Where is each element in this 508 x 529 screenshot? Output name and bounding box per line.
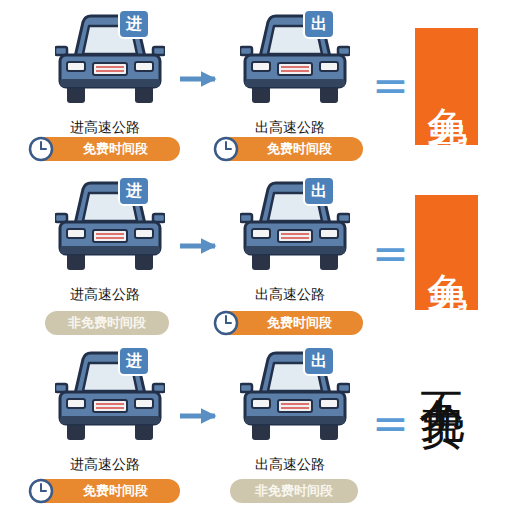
direction-badge: 进 [118, 346, 150, 376]
car-node: 进进高速公路 [30, 342, 180, 477]
pill-background: 非免费时间段 [230, 479, 358, 503]
car-node: 进进高速公路 [30, 5, 180, 140]
pill-background: 免费时间段 [225, 311, 363, 335]
equals-sign: = [372, 64, 409, 108]
pill-text: 免费时间段 [267, 140, 332, 158]
pill-background: 免费时间段 [40, 137, 180, 161]
nonfree-period-pill: 非免费时间段 [45, 311, 169, 335]
direction-badge: 进 [118, 176, 150, 206]
equals-sign: = [372, 402, 409, 446]
car-caption: 出高速公路 [215, 286, 365, 304]
pill-background: 非免费时间段 [45, 311, 169, 335]
car-caption: 出高速公路 [215, 119, 365, 137]
pill-background: 免费时间段 [225, 137, 363, 161]
car-node: 出出高速公路 [215, 172, 365, 307]
pill-text: 非免费时间段 [68, 314, 146, 332]
direction-badge: 出 [303, 346, 335, 376]
pill-text: 免费时间段 [83, 140, 148, 158]
flow-arrow [180, 414, 215, 419]
clock-icon [28, 478, 54, 504]
clock-icon [213, 136, 239, 162]
clock-icon [213, 310, 239, 336]
clock-icon [28, 136, 54, 162]
equals-sign: = [372, 232, 409, 276]
car-caption: 出高速公路 [215, 456, 365, 474]
free-period-pill: 免费时间段 [28, 479, 180, 503]
pill-text: 免费时间段 [83, 482, 148, 500]
car-caption: 进高速公路 [30, 119, 180, 137]
result-box: 免费 [415, 195, 478, 310]
free-period-pill: 免费时间段 [28, 137, 180, 161]
free-period-pill: 免费时间段 [213, 137, 363, 161]
result-text: 免费 [426, 239, 468, 267]
result-box: 免费 [415, 28, 478, 145]
pill-background: 免费时间段 [40, 479, 180, 503]
car-caption: 进高速公路 [30, 286, 180, 304]
result-label: 不免费 [420, 356, 466, 374]
flow-arrow [180, 77, 215, 82]
pill-text: 免费时间段 [267, 314, 332, 332]
pill-text: 非免费时间段 [255, 482, 333, 500]
car-node: 出出高速公路 [215, 5, 365, 140]
nonfree-period-pill: 非免费时间段 [230, 479, 358, 503]
free-period-pill: 免费时间段 [213, 311, 363, 335]
direction-badge: 出 [303, 176, 335, 206]
flow-arrow [180, 244, 215, 249]
car-node: 进进高速公路 [30, 172, 180, 307]
car-node: 出出高速公路 [215, 342, 365, 477]
direction-badge: 进 [118, 9, 150, 39]
result-text: 免费 [426, 73, 468, 101]
car-caption: 进高速公路 [30, 456, 180, 474]
direction-badge: 出 [303, 9, 335, 39]
